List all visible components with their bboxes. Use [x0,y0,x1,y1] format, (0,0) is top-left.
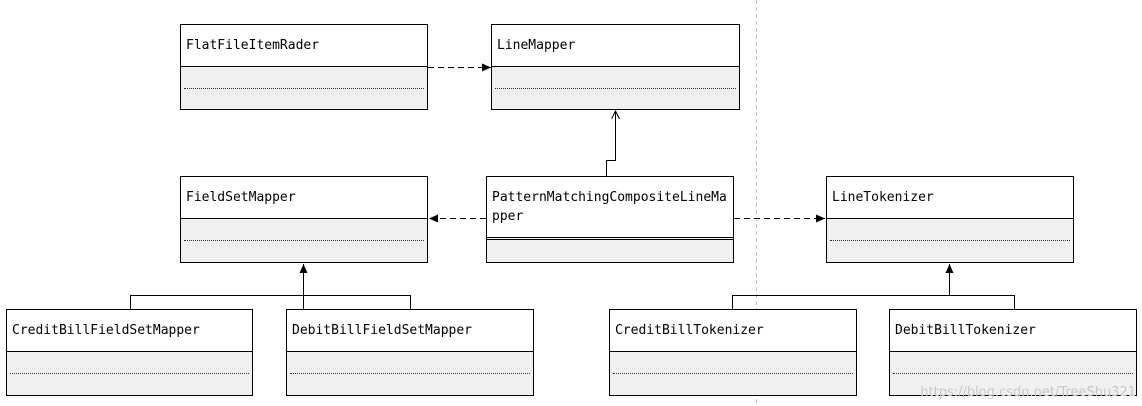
class-pattern-matching-composite-line-mapper[interactable]: PatternMatchingCompositeLineMapper [486,176,734,263]
class-line-mapper[interactable]: LineMapper [491,24,740,110]
class-name: FlatFileItemRader [186,38,320,53]
inheritance-credit-fieldsetmapper [130,295,411,310]
class-members-section [890,351,1136,395]
class-credit-bill-tokenizer[interactable]: CreditBillTokenizer [609,309,857,396]
class-members-section [7,351,252,395]
class-name: PatternMatchingCompositeLineMapper [492,190,727,224]
class-name: FieldSetMapper [186,190,296,205]
class-members-section [492,66,739,109]
class-name: CreditBillFieldSetMapper [12,323,200,338]
class-name: LineTokenizer [832,190,934,205]
class-name: LineMapper [497,38,576,53]
class-line-tokenizer[interactable]: LineTokenizer [826,176,1074,263]
class-name: DebitBillFieldSetMapper [292,323,473,338]
class-members-section [610,351,856,395]
class-name: CreditBillTokenizer [615,323,764,338]
class-debit-bill-field-set-mapper[interactable]: DebitBillFieldSetMapper [286,309,534,396]
inheritance-credit-tokenizer [732,295,1015,310]
class-debit-bill-tokenizer[interactable]: DebitBillTokenizer [889,309,1137,396]
class-members-section [487,237,733,262]
class-members-section [827,218,1073,262]
class-members-section [181,218,427,262]
watermark: https://blog.csdn.net/TreeShu321 [920,385,1136,400]
class-flat-file-item-reader[interactable]: FlatFileItemRader [180,24,428,110]
class-members-section [181,66,427,109]
realization-pattern-to-linemapper [606,111,616,176]
class-field-set-mapper[interactable]: FieldSetMapper [180,176,428,263]
class-credit-bill-field-set-mapper[interactable]: CreditBillFieldSetMapper [6,309,253,396]
class-name: DebitBillTokenizer [895,323,1036,338]
class-members-section [287,351,533,395]
